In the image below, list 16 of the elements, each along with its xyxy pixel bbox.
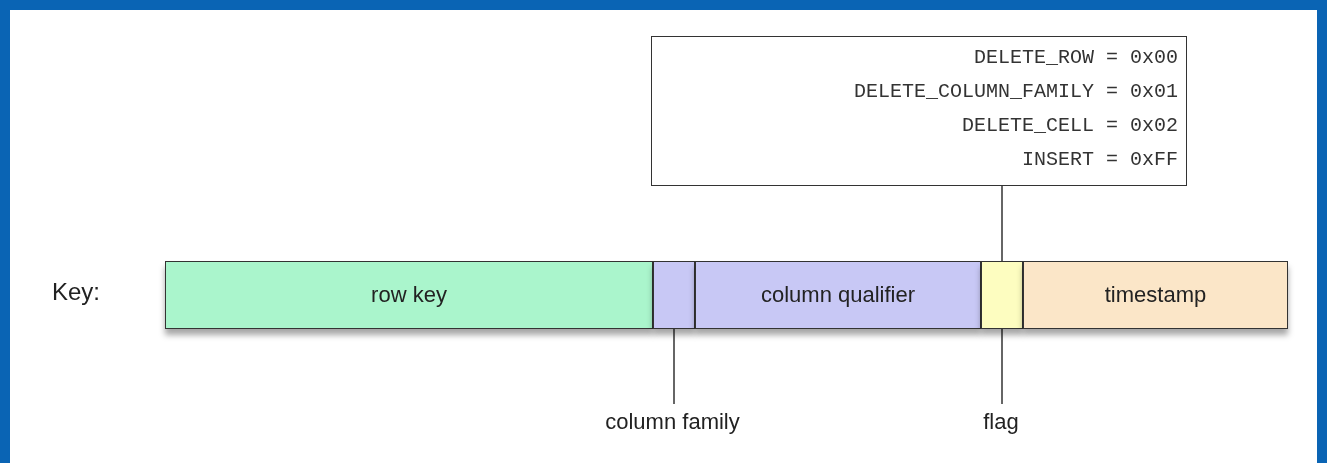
- timestamp-segment: timestamp: [1023, 261, 1288, 329]
- code-line: DELETE_ROW = 0x00: [972, 45, 1178, 71]
- field-label: flag: [970, 404, 1032, 440]
- flag-segment: [981, 261, 1023, 329]
- column-qualifier-segment: column qualifier: [695, 261, 981, 329]
- field-label: column family: [570, 404, 775, 440]
- row-label: Key:: [52, 278, 101, 306]
- leader-line: [1001, 328, 1003, 405]
- column-family-segment: [653, 261, 695, 329]
- leader-line: [1001, 185, 1003, 262]
- row-key-segment: row key: [165, 261, 653, 329]
- code-line: DELETE_CELL = 0x02: [960, 113, 1178, 139]
- code-line: INSERT = 0xFF: [1020, 147, 1178, 173]
- leader-line: [673, 328, 675, 405]
- flag-values-box: [651, 36, 1187, 186]
- code-line: DELETE_COLUMN_FAMILY = 0x01: [852, 79, 1178, 105]
